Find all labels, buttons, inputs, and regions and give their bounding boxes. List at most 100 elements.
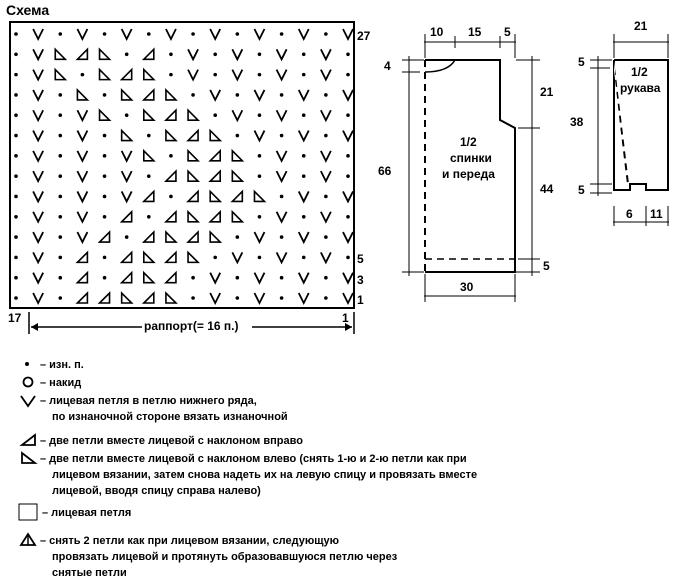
knit-below-v (342, 89, 354, 102)
k2tog-right-mark (164, 209, 177, 223)
k2tog-right-mark (119, 250, 133, 264)
purl-dot (58, 235, 63, 239)
purl-dot (147, 174, 151, 178)
knit-below-v (320, 150, 332, 163)
purl-dot (301, 72, 306, 77)
k2tog-left-mark (209, 128, 223, 142)
knit-below-v (320, 69, 332, 82)
dot-icon (25, 362, 29, 366)
knit-below-v (76, 28, 89, 42)
body-dim-10: 10 (430, 25, 444, 39)
purl-dot (58, 154, 63, 158)
sleeve-schema: 21 5 38 5 6 11 1/2 рукава (570, 19, 669, 226)
knit-below-v (297, 272, 310, 285)
legend-text-k2tog-right: – две петли вместе лицевой с наклоном вп… (40, 435, 303, 447)
purl-dot (14, 113, 18, 118)
purl-dot (346, 113, 350, 118)
legend-text-s2kpo-cont2: снятые петли (52, 567, 127, 579)
knit-below-v (275, 150, 288, 163)
legend-text-k2tog-left: – две петли вместе лицевой с наклоном вл… (40, 453, 467, 465)
purl-dot (301, 52, 306, 57)
k2tog-left-mark (98, 47, 112, 61)
k2tog-left-mark (165, 87, 178, 101)
knit-below-v (253, 231, 266, 245)
knit-below-v (32, 109, 44, 123)
purl-dot (235, 32, 240, 36)
purl-dot (346, 72, 350, 77)
knit-below-v (120, 28, 133, 42)
knit-below-v (76, 231, 89, 245)
purl-dot (14, 154, 18, 158)
knit-below-v (342, 130, 354, 143)
k2tog-right-mark (141, 230, 155, 243)
purl-dot (169, 52, 173, 57)
knit-below-v (32, 292, 44, 306)
purl-dot (257, 214, 262, 219)
knit-below-v (320, 251, 332, 265)
knit-below-v (297, 292, 310, 306)
purl-dot (58, 255, 63, 260)
knit-below-v (32, 211, 44, 224)
knit-below-v (209, 292, 222, 306)
body-label-fraction: 1/2 (460, 135, 477, 149)
purl-dot (191, 275, 195, 280)
body-dim-66: 66 (378, 164, 392, 178)
purl-dot (14, 296, 18, 300)
k2tog-left-mark (187, 250, 200, 264)
purl-dot (58, 275, 63, 280)
purl-dot (169, 154, 173, 158)
purl-dot (324, 235, 328, 239)
knit-below-v (32, 251, 44, 265)
knit-below-v (253, 292, 266, 306)
k2tog-right-mark (141, 87, 155, 101)
sleeve-dim-6: 6 (626, 207, 633, 221)
purl-dot (213, 72, 217, 77)
k2tog-left-mark (231, 169, 245, 182)
purl-dot (14, 72, 18, 77)
purl-dot (124, 235, 129, 239)
purl-dot (324, 296, 328, 300)
purl-dot (14, 235, 18, 239)
purl-dot (257, 255, 262, 260)
k2tog-left-mark (143, 148, 156, 162)
purl-dot (324, 194, 328, 199)
sleeve-label-line2: рукава (620, 81, 661, 95)
purl-dot (324, 32, 328, 36)
purl-dot (324, 275, 328, 280)
purl-dot (213, 113, 217, 118)
k2tog-right-mark (208, 169, 221, 182)
purl-dot (279, 275, 284, 280)
k2tog-right-mark (75, 270, 89, 284)
k2tog-left-mark (165, 128, 178, 142)
purl-dot (147, 32, 151, 36)
purl-dot (80, 72, 85, 77)
purl-dot (235, 235, 240, 239)
knit-below-v (342, 191, 354, 204)
knit-below-v (342, 272, 354, 285)
knit-below-v (320, 170, 332, 184)
purl-dot (102, 194, 107, 199)
knit-below-v (32, 150, 44, 163)
k2tog-left-mark (54, 47, 68, 61)
purl-dot (301, 113, 306, 118)
purl-dot (235, 133, 240, 138)
knit-below-v (32, 69, 44, 82)
k2tog-left-mark (165, 291, 178, 304)
purl-dot (102, 174, 107, 178)
row-number-top: 27 (357, 29, 371, 43)
legend-text-knit-below-cont: по изнаночной стороне вязать изнаночной (52, 411, 288, 423)
knit-below-v (32, 272, 44, 285)
page-title: Схема (6, 2, 49, 18)
sleeve-label-fraction: 1/2 (631, 65, 648, 79)
purl-dot (235, 296, 240, 300)
knit-below-v (253, 89, 266, 102)
purl-dot (102, 214, 107, 219)
knit-below-v (297, 191, 310, 204)
circle-icon (22, 376, 34, 388)
knit-below-v (209, 89, 222, 102)
knit-below-v (297, 89, 310, 102)
purl-dot (279, 296, 284, 300)
sleeve-cap-mask (614, 61, 627, 189)
k2tog-left-mark (120, 128, 134, 142)
knit-below-v (231, 48, 244, 62)
